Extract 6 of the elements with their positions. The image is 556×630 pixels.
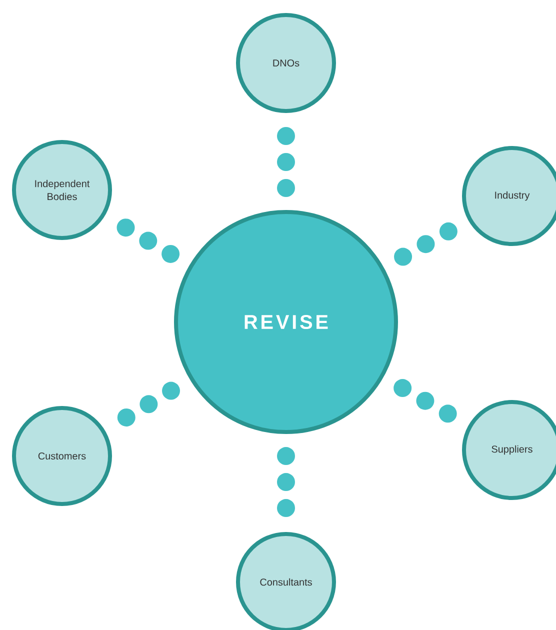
dotted-connector [394, 379, 458, 424]
dotted-connector [115, 218, 180, 263]
dotted-connector [114, 382, 180, 428]
dotted-connector [277, 126, 295, 197]
dotted-connector [277, 447, 295, 519]
dotted-connector [394, 222, 458, 266]
